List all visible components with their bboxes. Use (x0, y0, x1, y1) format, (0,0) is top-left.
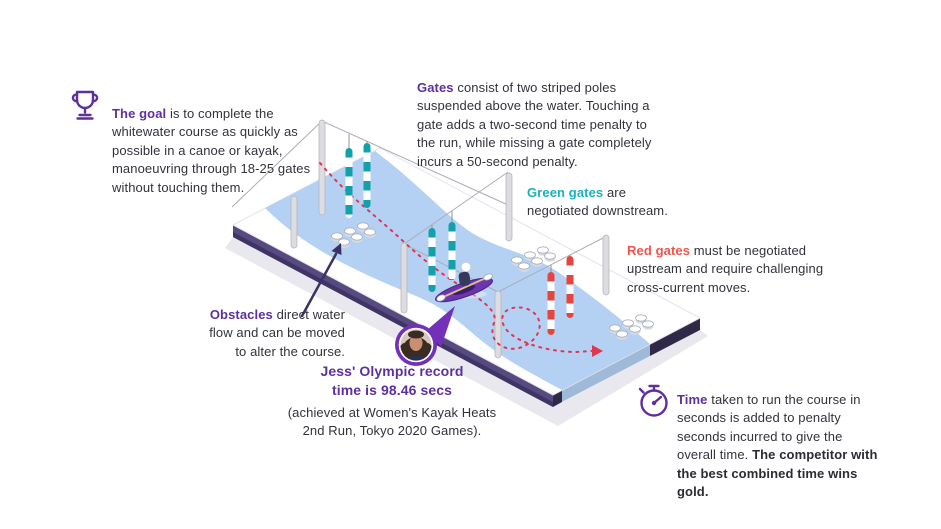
kayaker-helmet (461, 262, 471, 272)
red-gate-pole (547, 272, 555, 335)
green-gate-pole (428, 228, 436, 292)
gates-body: consist of two striped poles suspended a… (417, 80, 652, 169)
time-note: Time taken to run the course in seconds … (677, 391, 884, 502)
red-gate-poles (547, 256, 574, 335)
post (505, 172, 513, 242)
gates-note: Gates consist of two striped poles suspe… (417, 79, 669, 171)
route-path (319, 162, 593, 354)
green-gates-highlight: Green gates (527, 185, 604, 200)
goal-note: The goal is to complete the whitewater c… (112, 105, 330, 197)
goal-highlight: The goal (112, 106, 167, 121)
post (290, 195, 298, 249)
red-gates-note: Red gates must be negotiated upstream an… (627, 242, 855, 297)
stopwatch-icon (630, 376, 678, 429)
course-posts (290, 119, 610, 359)
record-headline: Jess' Olympic record time is 98.46 secs (320, 363, 464, 398)
time-bold-end: The competitor with the best combined ti… (677, 447, 878, 500)
green-gate-poles (345, 143, 456, 292)
platform-edge (233, 225, 700, 407)
obstacles-arrow (300, 243, 342, 318)
kayaker (435, 262, 493, 303)
green-gates-note: Green gates are negotiated downstream. (527, 184, 677, 221)
green-gate-pole (345, 148, 353, 218)
obstacles-highlight: Obstacles (209, 307, 273, 322)
green-gate-pole (363, 143, 371, 208)
post (400, 242, 408, 314)
jess-pin (395, 306, 455, 366)
red-gates-body: must be negotiated upstream and require … (627, 243, 824, 295)
gates-highlight: Gates (417, 80, 454, 95)
red-gates-highlight: Red gates (627, 243, 691, 258)
green-gates-body: are negotiated downstream. (527, 185, 668, 219)
post (318, 119, 326, 216)
obstacle-cluster (511, 246, 556, 272)
time-body: taken to run the course in seconds is ad… (677, 392, 861, 463)
post (602, 234, 610, 296)
obstacle-cluster (331, 222, 376, 248)
obstacles-body: direct water flow and can be moved to al… (209, 307, 345, 359)
record-detail: (achieved at Women's Kayak Heats 2nd Run… (287, 404, 497, 439)
trophy-icon (63, 84, 107, 133)
goal-body: is to complete the whitewater course as … (112, 106, 311, 195)
obstacles-note: Obstacles direct water flow and can be m… (203, 306, 345, 361)
time-highlight: Time (677, 392, 708, 407)
record-note: Jess' Olympic record time is 98.46 secs … (283, 362, 501, 441)
obstacle-cluster (609, 314, 654, 340)
route-arrowhead (592, 345, 603, 357)
green-gate-pole (448, 222, 456, 280)
red-gate-pole (566, 256, 574, 318)
post (494, 290, 502, 359)
